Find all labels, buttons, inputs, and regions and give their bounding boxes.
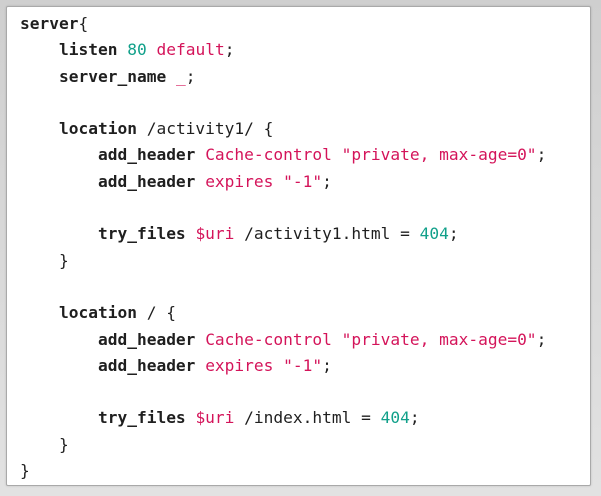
listen-port: 80 (127, 40, 147, 60)
header-name: Cache-control (205, 329, 332, 349)
fallback-file: /activity1.html = (244, 224, 410, 244)
status-code: 404 (380, 408, 410, 428)
code-line-blank (20, 274, 546, 300)
uri-variable: $uri (195, 224, 235, 244)
header-value: "-1" (283, 171, 323, 191)
location-path: /activity1/ { (146, 119, 274, 139)
semicolon: ; (185, 66, 196, 86)
close-brace: } (20, 461, 30, 481)
code-line-header-cache-1: add_header Cache-control "private, max-a… (20, 142, 546, 168)
listen-flag: default (156, 40, 225, 60)
header-name: Cache-control (205, 145, 332, 165)
code-line-header-expires-1: add_header expires "-1"; (20, 169, 546, 195)
semicolon: ; (322, 171, 332, 191)
code-line-header-expires-2: add_header expires "-1"; (20, 353, 546, 379)
code-line-try-files-1: try_files $uri /activity1.html = 404; (20, 221, 546, 247)
code-line-blank (20, 379, 546, 405)
location-path: / { (146, 303, 176, 323)
code-line-2: listen 80 default; (20, 37, 546, 63)
code-line-1: server{ (20, 11, 546, 37)
fallback-file: /index.html = (244, 408, 371, 428)
semicolon: ; (536, 145, 547, 165)
semicolon: ; (536, 329, 547, 349)
server-name-directive: server_name (58, 66, 167, 86)
header-value: "private, max-age=0" (341, 329, 537, 349)
close-brace: } (58, 250, 69, 270)
code-line-blank (20, 90, 546, 116)
add-header-directive: add_header (97, 145, 196, 165)
uri-variable: $uri (195, 408, 235, 428)
header-name: expires (205, 355, 274, 375)
location-directive: location (58, 119, 137, 139)
code-block: server{ listen 80 default; server_name _… (6, 6, 591, 486)
header-value: "private, max-age=0" (341, 145, 537, 165)
location-directive: location (58, 303, 137, 323)
code-line-blank (20, 195, 546, 221)
status-code: 404 (419, 224, 449, 244)
code-line-close-server: } (20, 458, 546, 484)
nginx-config-code: server{ listen 80 default; server_name _… (20, 11, 546, 484)
header-name: expires (205, 171, 274, 191)
code-line-location-1: location /activity1/ { (20, 116, 546, 142)
semicolon: ; (224, 40, 235, 60)
code-line-3: server_name _; (20, 64, 546, 90)
code-line-try-files-2: try_files $uri /index.html = 404; (20, 405, 546, 431)
close-brace: } (58, 434, 69, 454)
code-line-location-2: location / { (20, 300, 546, 326)
semicolon: ; (409, 408, 420, 428)
try-files-directive: try_files (97, 224, 186, 244)
open-brace: { (78, 14, 89, 33)
code-line-header-cache-2: add_header Cache-control "private, max-a… (20, 327, 546, 353)
server-keyword: server (20, 14, 79, 33)
header-value: "-1" (283, 355, 323, 375)
semicolon: ; (448, 224, 459, 244)
add-header-directive: add_header (97, 171, 196, 191)
listen-directive: listen (58, 40, 118, 60)
add-header-directive: add_header (97, 329, 196, 349)
code-line-close-location-2: } (20, 432, 546, 458)
server-name-value: _ (175, 66, 186, 86)
code-line-close-location-1: } (20, 248, 546, 274)
try-files-directive: try_files (97, 408, 186, 428)
semicolon: ; (322, 355, 332, 375)
add-header-directive: add_header (97, 355, 196, 375)
